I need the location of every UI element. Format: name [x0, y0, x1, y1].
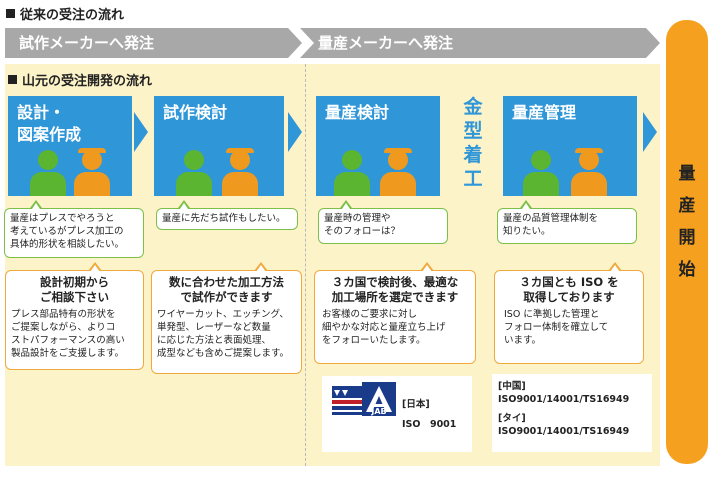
- mass-start-char: 始: [678, 260, 696, 280]
- cert-thai-label: [タイ]: [498, 413, 526, 424]
- person-orange-icon: [82, 150, 102, 170]
- bubble-tail-icon: [342, 203, 350, 209]
- bubble-mass-question: 量産時の管理や そのフォローは？: [318, 208, 448, 244]
- cert-china-thai: [中国] ISO9001/14001/TS16949 [タイ] ISO9001/…: [492, 374, 652, 452]
- person-green-body-icon: [176, 172, 212, 196]
- band-prototype-order: 試作メーカーへ発注: [5, 28, 302, 58]
- person-orange-icon: [579, 150, 599, 170]
- cert-china-value: ISO9001/14001/TS16949: [498, 394, 630, 405]
- cap-icon: [575, 148, 603, 153]
- step-design-title: 設計・ 図案作成: [17, 103, 82, 144]
- person-orange-icon: [230, 150, 250, 170]
- person-green-icon: [342, 150, 362, 170]
- heading-yamamoto-flow: 山元の受注開発の流れ: [8, 70, 152, 89]
- jab-logo-text: JAB: [370, 407, 386, 416]
- jab-logo-icon: JAB: [362, 382, 396, 416]
- answer-body: ワイヤーカット、エッチング、 単発型、レーザーなど数量 に応じた方法と表面処理、…: [157, 309, 290, 359]
- heading-conventional-flow: 従来の受注の流れ: [6, 4, 124, 23]
- answer-body: プレス部品特有の形状を ご提案しながら、よりコ ストパフォーマンスの高い 製品設…: [11, 309, 125, 359]
- answer-body: ISO に準拠した管理と フォロー体制を確立して います。: [504, 309, 609, 346]
- person-orange-body-icon: [571, 172, 607, 196]
- person-orange-body-icon: [380, 172, 416, 196]
- mold-start-label: 金 型 着 工: [458, 95, 488, 191]
- cap-icon: [384, 148, 412, 153]
- step-mass-management: 量産管理: [503, 96, 637, 196]
- step-management-title: 量産管理: [512, 103, 577, 122]
- bubble-management-question: 量産の品質管理体制を 知りたい。: [497, 208, 637, 244]
- step-mass-review: 量産検討: [316, 96, 440, 196]
- person-green-body-icon: [334, 172, 370, 196]
- mass-start-char: 量: [678, 164, 696, 184]
- mass-production-start: 量 産 開 始: [666, 20, 708, 464]
- answer-title: 数に合わせた加工方法 で試作ができます: [169, 275, 284, 304]
- bubble-tail-icon: [180, 203, 188, 209]
- bubble-tail-icon: [32, 203, 40, 209]
- answer-design: 設計初期から ご相談下さい プレス部品特有の形状を ご提案しながら、よりコ スト…: [5, 270, 144, 370]
- bullet-square-icon: [8, 75, 17, 84]
- iso-mark-icon: [332, 386, 362, 420]
- person-orange-body-icon: [222, 172, 258, 196]
- cert-japan-value: ISO 9001: [402, 419, 457, 430]
- mold-start-char: 工: [463, 168, 483, 190]
- answer-tail-icon: [256, 265, 266, 272]
- answer-tail-icon: [610, 265, 620, 272]
- person-orange-icon: [388, 150, 408, 170]
- bubble-text: 量産はプレスでやろうと 考えているがプレス加工の 具体的形状を相談したい。: [10, 213, 125, 250]
- bubble-text: 量産の品質管理体制を 知りたい。: [503, 213, 599, 237]
- cert-japan-label: [日本]: [402, 399, 430, 410]
- cert-china-label: [中国]: [498, 381, 526, 392]
- answer-body: お客様のご要求に対し 細やかな対応と量産立ち上げ をフォローいたします。: [322, 309, 446, 346]
- person-green-body-icon: [30, 172, 66, 196]
- answer-prototype: 数に合わせた加工方法 で試作ができます ワイヤーカット、エッチング、 単発型、レ…: [151, 270, 302, 374]
- person-orange-body-icon: [74, 172, 110, 196]
- person-green-icon: [38, 150, 58, 170]
- answer-title: 設計初期から ご相談下さい: [40, 275, 109, 304]
- mold-start-char: 金: [463, 96, 483, 118]
- answer-tail-icon: [422, 265, 432, 272]
- person-green-body-icon: [523, 172, 559, 196]
- band-mass-order: 量産メーカーへ発注: [300, 28, 660, 58]
- step-design: 設計・ 図案作成: [8, 96, 132, 196]
- step-prototype-title: 試作検討: [163, 103, 228, 122]
- bubble-prototype-question: 量産に先だち試作もしたい。: [156, 208, 298, 230]
- step-prototype-review: 試作検討: [154, 96, 284, 196]
- answer-management: ３カ国とも ISO を 取得しております ISO に準拠した管理と フォロー体制…: [494, 270, 644, 364]
- cap-icon: [78, 148, 106, 153]
- bubble-design-question: 量産はプレスでやろうと 考えているがプレス加工の 具体的形状を相談したい。: [4, 208, 144, 258]
- mold-start-char: 着: [463, 144, 483, 166]
- band-mass-label: 量産メーカーへ発注: [318, 34, 454, 52]
- bubble-tail-icon: [522, 203, 530, 209]
- bubble-text: 量産時の管理や そのフォローは？: [324, 213, 401, 237]
- panel-divider: [305, 64, 306, 466]
- bubble-text: 量産に先だち試作もしたい。: [162, 213, 286, 224]
- cap-icon: [226, 148, 254, 153]
- step-mass-review-title: 量産検討: [325, 103, 390, 122]
- cert-japan: JAB [日本] ISO 9001: [322, 376, 472, 452]
- person-green-icon: [184, 150, 204, 170]
- answer-tail-icon: [90, 265, 100, 272]
- mold-start-char: 型: [463, 120, 483, 142]
- heading-conventional-text: 従来の受注の流れ: [20, 8, 125, 23]
- person-green-icon: [531, 150, 551, 170]
- answer-title: ３カ国で検討後、最適な 加工場所を選定できます: [331, 275, 459, 304]
- bullet-square-icon: [6, 9, 15, 18]
- heading-yamamoto-text: 山元の受注開発の流れ: [22, 74, 153, 89]
- answer-title: ３カ国とも ISO を 取得しております: [519, 275, 619, 304]
- band-prototype-label: 試作メーカーへ発注: [19, 34, 155, 52]
- answer-mass: ３カ国で検討後、最適な 加工場所を選定できます お客様のご要求に対し 細やかな対…: [314, 270, 476, 364]
- mass-start-char: 開: [678, 228, 696, 248]
- mass-start-char: 産: [678, 196, 696, 216]
- cert-thai-value: ISO9001/14001/TS16949: [498, 426, 630, 437]
